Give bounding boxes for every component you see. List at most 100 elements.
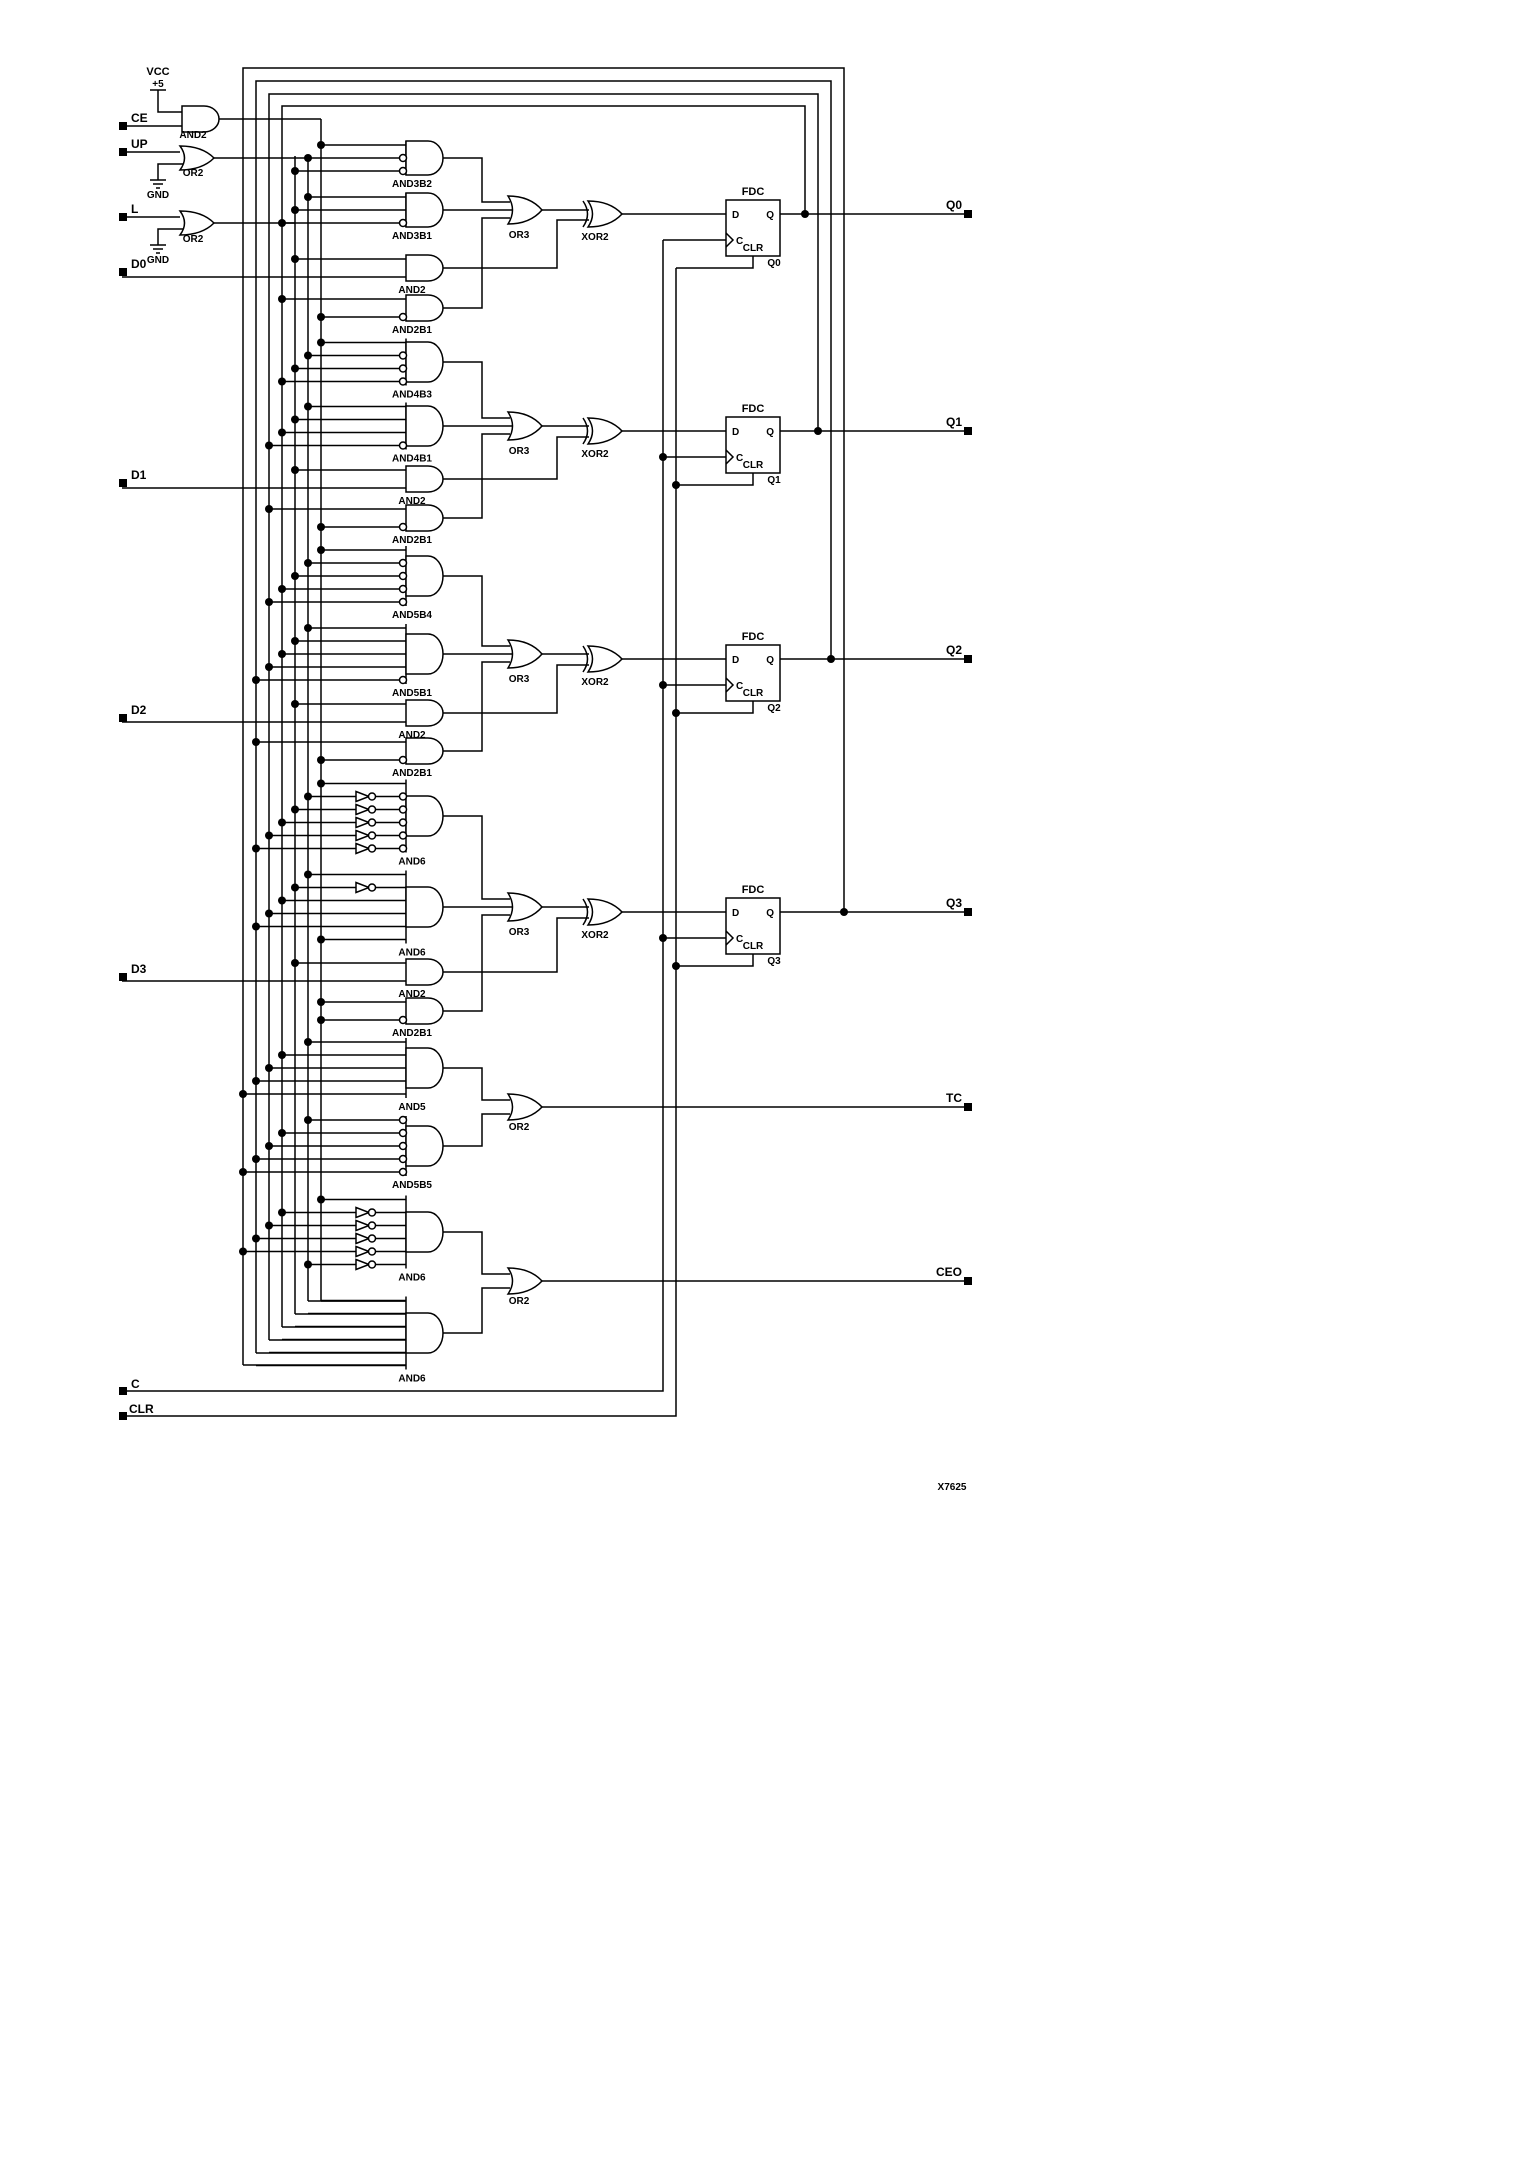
io-pad: [119, 479, 127, 487]
xor2-gate: [586, 898, 624, 926]
d-input-label: D0: [131, 257, 147, 271]
junction-dot: [291, 805, 299, 814]
gate-label: OR2: [183, 234, 204, 245]
xor-input-arc: [582, 645, 589, 673]
junction-dot: [304, 624, 312, 632]
inversion-bubble: [398, 597, 408, 607]
wire: [676, 954, 754, 967]
xor2-gate: [586, 200, 624, 228]
inversion-bubble: [398, 1128, 408, 1138]
ce-label: CE: [131, 111, 148, 125]
and6-gate: [405, 1312, 444, 1354]
ceo-output-label: CEO: [936, 1265, 962, 1279]
junction-dot: [304, 870, 312, 879]
inverter-triangle: [355, 790, 372, 803]
inversion-bubble: [398, 1167, 408, 1177]
inversion-bubble: [398, 792, 408, 801]
inversion-bubble: [367, 1221, 377, 1230]
junction-dot: [672, 709, 680, 717]
wire: [443, 575, 510, 647]
and-gate-c: [405, 699, 444, 727]
clock-triangle: [725, 449, 735, 465]
ff-instance-label: Q2: [767, 703, 781, 714]
inversion-bubble: [398, 818, 408, 827]
clock-triangle: [725, 930, 735, 946]
junction-dot: [278, 1208, 286, 1217]
gate-label: AND2: [398, 989, 426, 1000]
junction-dot: [317, 1195, 325, 1204]
clear-wire: [123, 268, 677, 1417]
and-gate-d: [405, 737, 444, 765]
junction-dot: [265, 441, 273, 450]
inversion-bubble: [398, 522, 408, 532]
junction-dot: [291, 466, 299, 474]
c-label: C: [131, 1377, 140, 1391]
inversion-bubble: [398, 1154, 408, 1164]
inversion-bubble: [398, 844, 408, 853]
d-input-label: D2: [131, 703, 147, 717]
inversion-bubble: [367, 831, 377, 840]
wire: [157, 90, 182, 113]
gate-label: AND2: [398, 496, 426, 507]
junction-dot: [317, 1016, 325, 1024]
inversion-bubble: [398, 1141, 408, 1151]
inverter-triangle: [355, 881, 372, 894]
inverter-triangle: [355, 803, 372, 816]
ceo-or-gate: [506, 1267, 544, 1295]
inverter-triangle: [355, 1245, 372, 1258]
gate-label: AND5B1: [392, 688, 432, 699]
ff-c-label: C: [736, 236, 743, 247]
gate-label: AND5: [398, 1102, 426, 1113]
junction-dot: [239, 1247, 247, 1256]
inversion-bubble: [367, 792, 377, 801]
gate-label: AND2: [179, 130, 207, 141]
q0-feedback: [281, 105, 806, 1327]
clr-label: CLR: [129, 1402, 154, 1416]
wire: [443, 664, 589, 714]
ff-q-label: Q: [766, 427, 774, 438]
l-label: L: [131, 202, 138, 216]
gate-label: AND2B1: [392, 325, 432, 336]
wire: [443, 433, 510, 519]
junction-dot: [672, 481, 680, 489]
junction-dot: [265, 1142, 273, 1150]
up-or-gate: [178, 145, 216, 171]
wire: [443, 917, 589, 973]
ff-c-label: C: [736, 681, 743, 692]
inversion-bubble: [367, 883, 377, 892]
io-pad: [964, 1103, 972, 1111]
and-gate-d: [405, 997, 444, 1025]
clock-triangle: [725, 677, 735, 693]
junction-dot: [252, 676, 260, 684]
inverter-triangle: [355, 842, 372, 855]
xor2-gate: [586, 645, 624, 673]
junction-dot: [252, 844, 260, 853]
wire: [443, 436, 589, 480]
junction-dot: [291, 883, 299, 892]
inversion-bubble: [367, 1208, 377, 1217]
junction-dot: [291, 959, 299, 967]
gate-label: AND6: [398, 1273, 426, 1284]
gate-label: AND2B1: [392, 768, 432, 779]
q-output-label: Q2: [946, 643, 962, 657]
gate-label: AND5B5: [392, 1180, 432, 1191]
d-input-label: D1: [131, 468, 147, 482]
ce-and-gate: [181, 105, 220, 133]
junction-dot: [801, 210, 809, 218]
junction-dot: [672, 962, 680, 970]
junction-dot: [304, 1260, 312, 1269]
junction-dot: [265, 1064, 273, 1072]
inversion-bubble: [398, 377, 408, 386]
junction-dot: [252, 1234, 260, 1243]
inversion-bubble: [398, 153, 408, 163]
q-output-label: Q1: [946, 415, 962, 429]
gate-label: AND3B1: [392, 231, 432, 242]
junction-dot: [278, 295, 286, 303]
junction-dot: [304, 402, 312, 411]
io-pad: [964, 908, 972, 916]
tc-output-label: TC: [946, 1091, 962, 1105]
io-pad: [119, 148, 127, 156]
clock-wire: [123, 240, 664, 1392]
ff-d-label: D: [732, 655, 739, 666]
ff-instance-label: Q3: [767, 956, 781, 967]
